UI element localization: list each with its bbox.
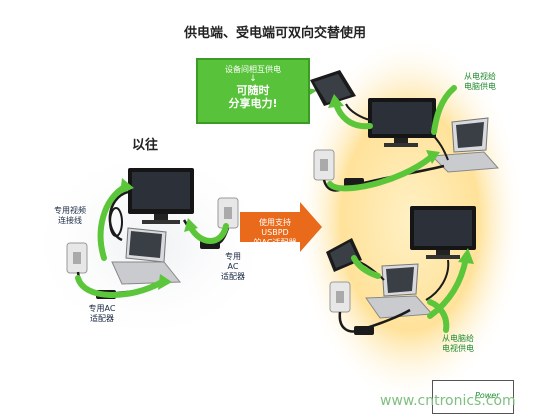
- right-top-laptop-icon: [430, 117, 500, 173]
- right-top-green-arrow-tv: [431, 85, 457, 135]
- usbpd-adapter-badge: 使用支持USBPD 的AC适配器: [253, 218, 297, 247]
- past-label: 以往: [132, 138, 159, 153]
- right-top-green-arrow-laptop: [327, 155, 433, 192]
- callout-arrow: ↓: [249, 74, 257, 84]
- video-cable-label: 专用视频 连接线: [54, 206, 86, 225]
- left-green-arrowhead-video: [120, 178, 134, 194]
- tv-to-pc-label: 从电视给 电脑供电: [464, 72, 496, 91]
- left-green-arrow-right: [187, 223, 229, 244]
- legend-box: Power: [432, 380, 514, 414]
- legend-text: Power: [475, 391, 500, 400]
- diagram-title: 供电端、受电端可双向交替使用: [183, 26, 366, 41]
- left-cable-coil: [109, 207, 123, 237]
- right-bottom-tv-icon: [410, 206, 476, 259]
- right-bottom-cable-tv: [425, 259, 450, 301]
- pc-to-tv-label: 从电脑给 电视供电: [442, 334, 474, 353]
- right-top-tv-icon: [368, 98, 436, 147]
- left-green-arrow-bottom: [75, 275, 165, 299]
- watermark: www.cntronics.com: [380, 393, 516, 409]
- right-top-wall-socket-icon: [313, 149, 335, 181]
- right-bottom-laptop-icon: [365, 263, 434, 319]
- left-green-arrowhead-bottom: [158, 274, 172, 290]
- right-bottom-tablet-icon: [326, 238, 362, 272]
- right-bottom-cable-tablet: [359, 261, 385, 281]
- right-top-arrowhead-laptop: [426, 150, 440, 164]
- left-green-arrowhead-right: [184, 218, 198, 232]
- right-bottom-green-arrow-callout: [427, 299, 450, 333]
- right-top-cable-tablet: [345, 103, 371, 121]
- right-top-tablet-icon: [310, 70, 356, 106]
- ac-adapter-right-label: 专用 AC 适配器: [221, 252, 245, 281]
- right-bottom-green-arrow-tv: [427, 255, 469, 319]
- right-bottom-wall-socket-icon: [329, 281, 351, 313]
- right-bottom-green-arrow-tablet: [351, 255, 381, 279]
- right-top-green-arrow-tablet: [333, 101, 373, 130]
- left-wall-socket-icon-right: [217, 197, 239, 229]
- right-bottom-cable: [338, 308, 411, 333]
- left-green-arrow-video: [97, 183, 129, 261]
- callout-line2: 可随时: [236, 84, 270, 97]
- left-tv-icon: [128, 168, 194, 224]
- callout-line3: 分享电力!: [228, 97, 278, 110]
- left-wall-socket-icon-left: [66, 242, 88, 274]
- callout-line1: 设备间相互供电: [225, 65, 281, 74]
- share-power-callout: 设备间相互供电 ↓ 可随时 分享电力!: [196, 58, 310, 124]
- right-top-arrowhead-tablet: [328, 94, 344, 108]
- ac-adapter-bottom-label: 专用AC 适配器: [88, 304, 116, 323]
- center-orange-arrow: [240, 202, 322, 252]
- right-bottom-arrowhead-tv: [458, 248, 474, 264]
- left-laptop-icon: [111, 227, 182, 285]
